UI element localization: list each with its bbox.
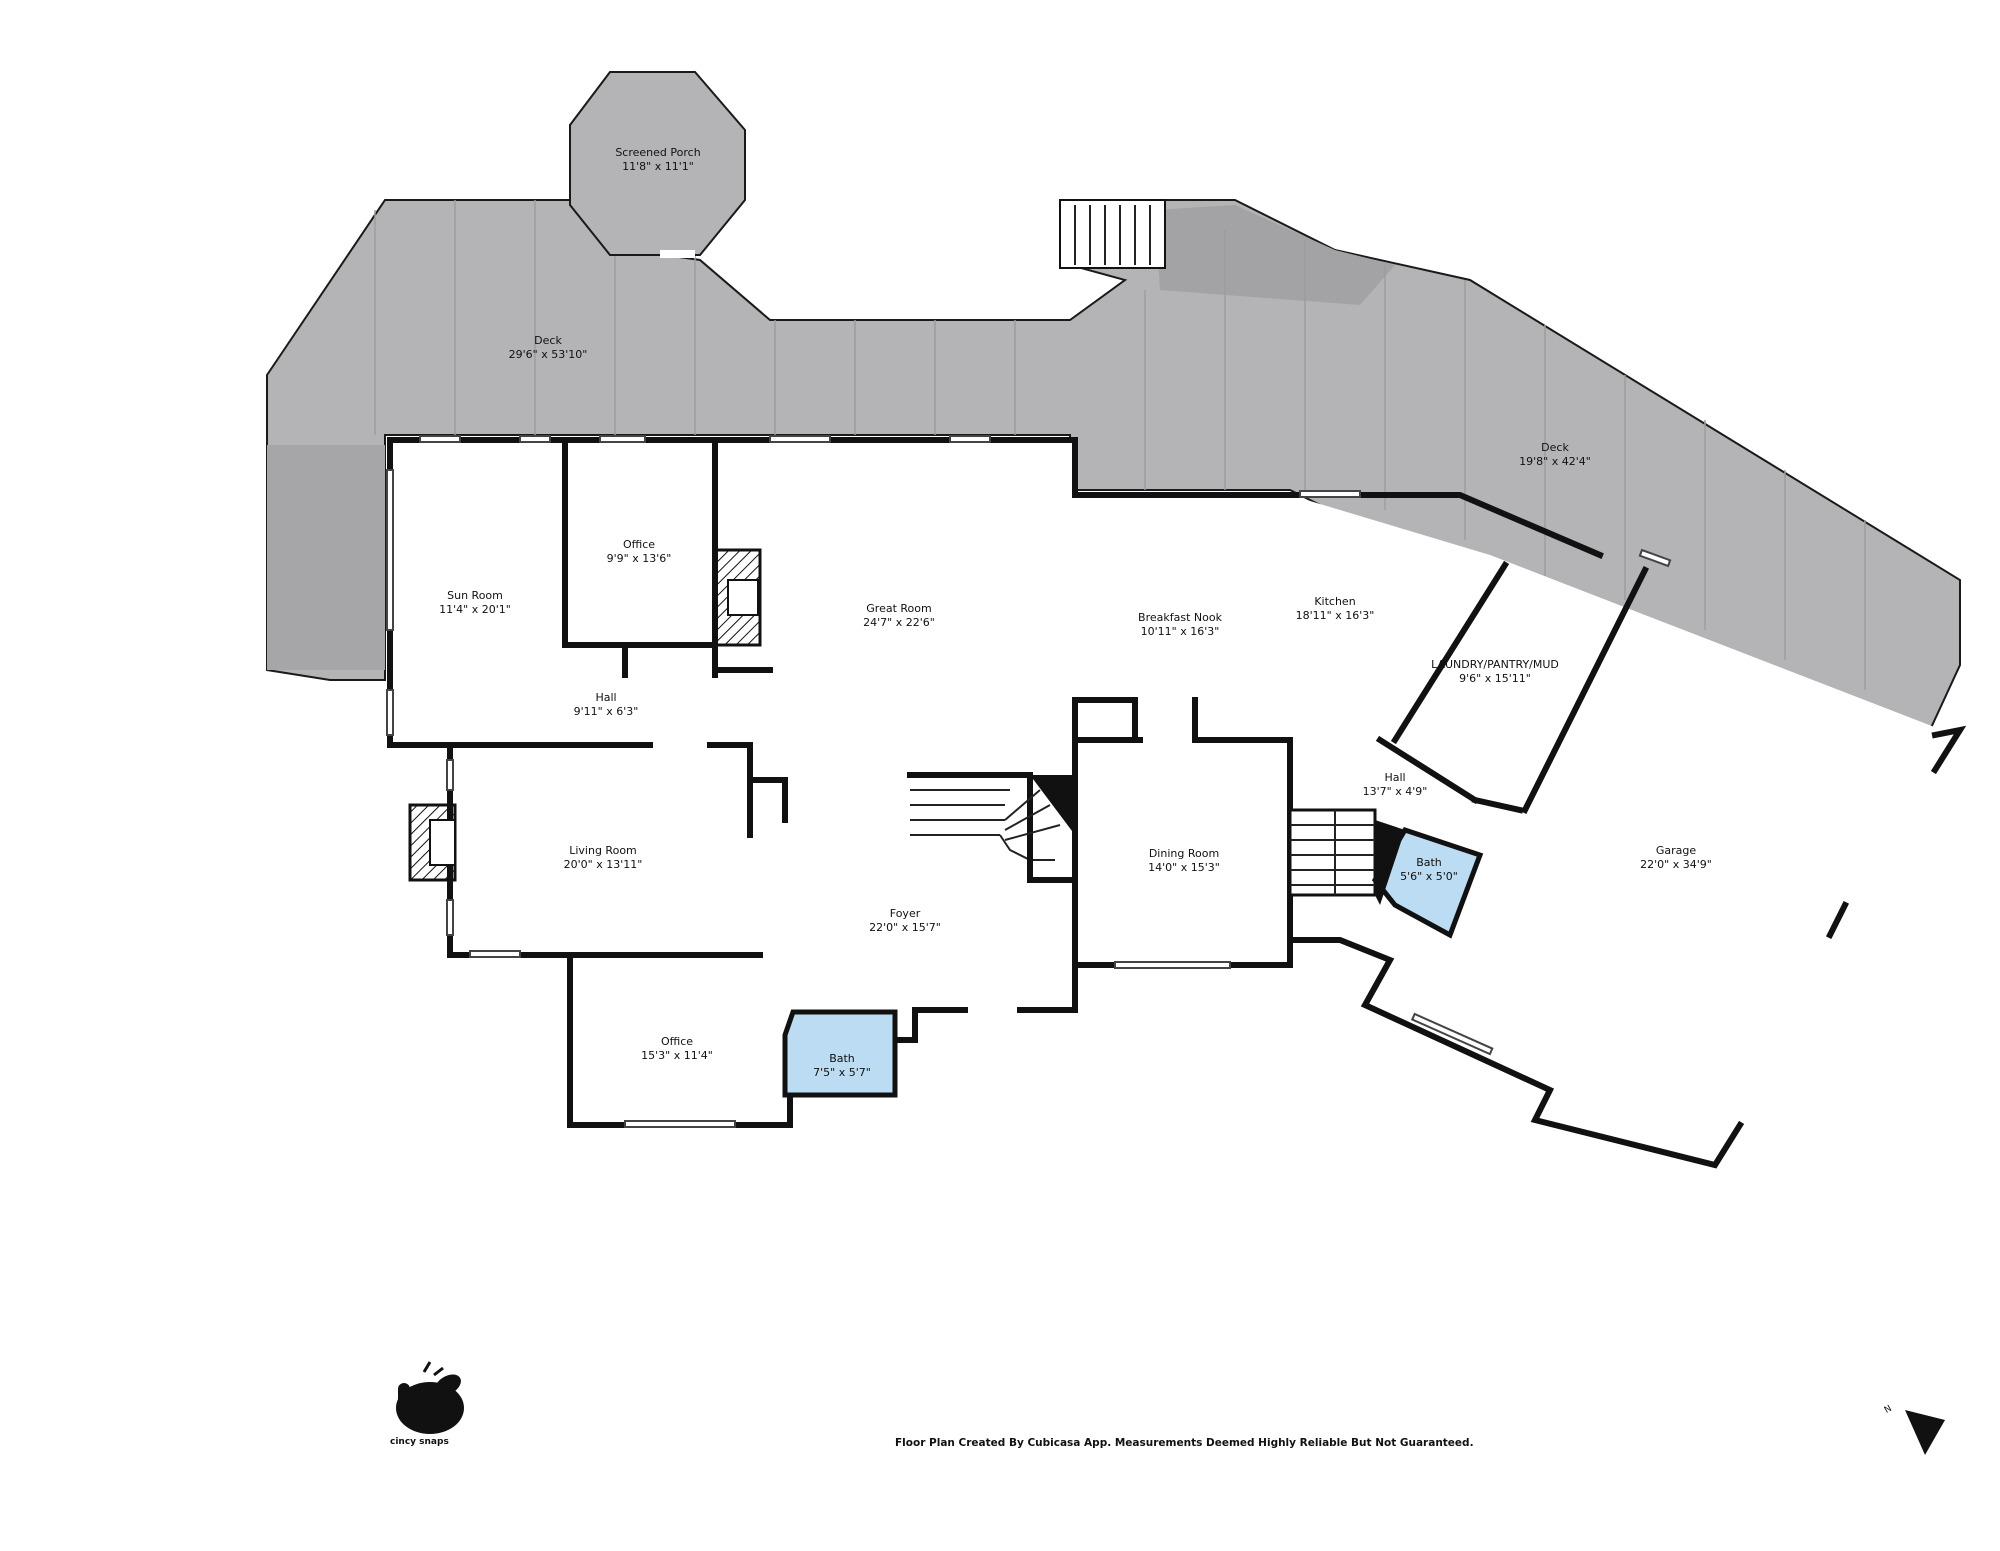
- fireplace-living-room-opening: [429, 819, 456, 866]
- svg-text:22'0" x 15'7": 22'0" x 15'7": [869, 921, 941, 934]
- svg-text:15'3" x 11'4": 15'3" x 11'4": [641, 1049, 713, 1062]
- svg-text:Foyer: Foyer: [890, 907, 921, 920]
- svg-text:Hall: Hall: [1384, 771, 1405, 784]
- room-label-sun-room: Sun Room 11'4" x 20'1": [439, 589, 511, 616]
- svg-text:22'0" x 34'9": 22'0" x 34'9": [1640, 858, 1712, 871]
- svg-text:Office: Office: [661, 1035, 693, 1048]
- room-label-office-north: Office 9'9" x 13'6": [607, 538, 672, 565]
- svg-text:Screened Porch: Screened Porch: [615, 146, 700, 159]
- svg-text:Living Room: Living Room: [569, 844, 637, 857]
- svg-text:13'7" x 4'9": 13'7" x 4'9": [1363, 785, 1428, 798]
- east-stairs: [1288, 808, 1377, 897]
- svg-text:18'11" x 16'3": 18'11" x 16'3": [1296, 609, 1375, 622]
- deck-stairs: [1059, 199, 1166, 269]
- svg-text:24'7" x 22'6": 24'7" x 22'6": [863, 616, 935, 629]
- svg-text:14'0" x 15'3": 14'0" x 15'3": [1148, 861, 1220, 874]
- main-stairs: [907, 772, 1078, 883]
- svg-text:7'5" x 5'7": 7'5" x 5'7": [813, 1066, 871, 1079]
- bath-south-room: [782, 1009, 898, 1098]
- svg-text:Office: Office: [623, 538, 655, 551]
- svg-text:29'6" x 53'10": 29'6" x 53'10": [509, 348, 588, 361]
- svg-text:19'8" x 42'4": 19'8" x 42'4": [1519, 455, 1591, 468]
- svg-text:LAUNDRY/PANTRY/MUD: LAUNDRY/PANTRY/MUD: [1431, 658, 1559, 671]
- footer-disclaimer: Floor Plan Created By Cubicasa App. Meas…: [895, 1437, 1474, 1449]
- svg-text:Breakfast Nook: Breakfast Nook: [1138, 611, 1223, 624]
- room-label-office-south: Office 15'3" x 11'4": [641, 1035, 713, 1062]
- compass-arrow-icon: [1905, 1410, 1945, 1455]
- room-label-deck-main: Deck 29'6" x 53'10": [509, 334, 588, 361]
- room-label-deck-east: Deck 19'8" x 42'4": [1519, 441, 1591, 468]
- screened-porch-structure: [569, 71, 746, 258]
- svg-text:9'6" x 15'11": 9'6" x 15'11": [1459, 672, 1531, 685]
- svg-text:Hall: Hall: [595, 691, 616, 704]
- deck-shaded-section-east: [1155, 205, 1395, 305]
- svg-text:Sun Room: Sun Room: [447, 589, 503, 602]
- deck-shaded-section: [267, 445, 385, 670]
- svg-text:Bath: Bath: [829, 1052, 855, 1065]
- svg-text:11'4" x 20'1": 11'4" x 20'1": [439, 603, 511, 616]
- room-label-bath-east: Bath 5'6" x 5'0": [1400, 856, 1458, 883]
- room-label-dining-room: Dining Room 14'0" x 15'3": [1148, 847, 1220, 874]
- room-label-garage: Garage 22'0" x 34'9": [1640, 844, 1712, 871]
- svg-text:Kitchen: Kitchen: [1314, 595, 1355, 608]
- room-label-laundry: LAUNDRY/PANTRY/MUD 9'6" x 15'11": [1431, 658, 1559, 685]
- fireplace-great-room-opening: [727, 579, 759, 616]
- logo-hand-icon: [396, 1361, 464, 1434]
- room-label-living-room: Living Room 20'0" x 13'11": [564, 844, 643, 871]
- garage-door-mark: [1825, 900, 1850, 940]
- svg-text:Garage: Garage: [1656, 844, 1697, 857]
- room-label-hall-east: Hall 13'7" x 4'9": [1363, 771, 1428, 798]
- windows: [386, 435, 1672, 1128]
- svg-text:Dining Room: Dining Room: [1149, 847, 1219, 860]
- svg-text:9'11" x 6'3": 9'11" x 6'3": [574, 705, 639, 718]
- svg-text:9'9" x 13'6": 9'9" x 13'6": [607, 552, 672, 565]
- deck-main-area: [266, 199, 1961, 732]
- room-label-hall-west: Hall 9'11" x 6'3": [574, 691, 639, 718]
- svg-text:11'8" x 11'1": 11'8" x 11'1": [622, 160, 694, 173]
- svg-text:Great Room: Great Room: [866, 602, 931, 615]
- interior-floor: [390, 440, 1955, 1160]
- compass-label: N: [1883, 1404, 1894, 1416]
- bath-east-closet: [1375, 820, 1405, 905]
- svg-text:5'6" x 5'0": 5'6" x 5'0": [1400, 870, 1458, 883]
- room-label-kitchen: Kitchen 18'11" x 16'3": [1296, 595, 1375, 622]
- svg-text:Bath: Bath: [1416, 856, 1442, 869]
- svg-text:10'11" x 16'3": 10'11" x 16'3": [1141, 625, 1220, 638]
- room-label-breakfast-nook: Breakfast Nook 10'11" x 16'3": [1138, 611, 1223, 638]
- room-label-great-room: Great Room 24'7" x 22'6": [863, 602, 935, 629]
- logo-text: cincy snaps: [390, 1437, 449, 1447]
- room-label-screened-porch: Screened Porch 11'8" x 11'1": [615, 146, 700, 173]
- room-label-foyer: Foyer 22'0" x 15'7": [869, 907, 941, 934]
- svg-text:Deck: Deck: [534, 334, 562, 347]
- svg-text:20'0" x 13'11": 20'0" x 13'11": [564, 858, 643, 871]
- svg-text:Deck: Deck: [1541, 441, 1569, 454]
- room-label-bath-south: Bath 7'5" x 5'7": [813, 1052, 871, 1079]
